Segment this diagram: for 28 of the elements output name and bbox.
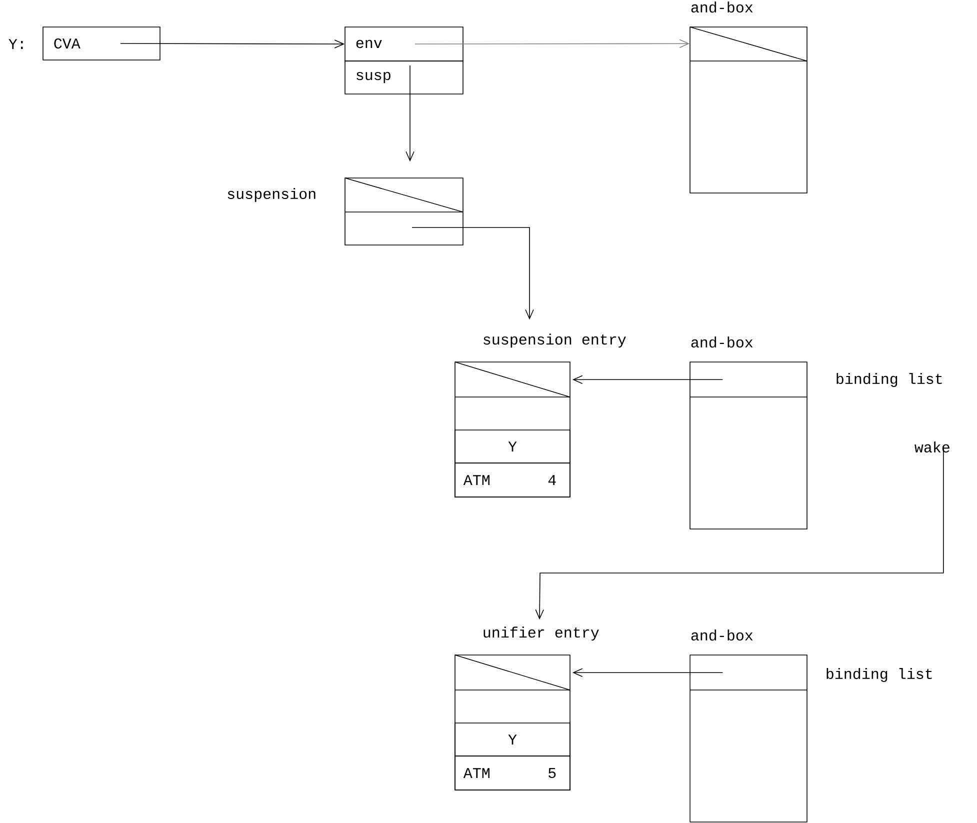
record-cell: Y [454,722,570,756]
record-cell: susp [344,60,464,94]
arrow [535,446,944,620]
arrow [120,40,345,48]
side-label: binding list [836,373,942,387]
record-cell: env [344,26,464,62]
arrow [572,375,723,384]
record-cell: Y [454,430,570,464]
node-label: suspension entry [484,334,626,348]
side-label: binding list [826,668,932,682]
record-box: and-box [690,2,808,194]
record-box: and-box [690,336,808,530]
side-label: Y: [8,39,23,49]
record-cell: ATM 5 [454,756,570,790]
arrow [414,39,690,48]
arrow [412,227,534,320]
node-label: and-box [691,630,753,641]
record-cell: ATM 4 [454,462,570,498]
record-box: suspension [228,178,464,246]
arrow [572,668,723,677]
arrow [406,65,414,162]
node-label: unifier entry [484,626,599,641]
text-label: wake [914,442,950,452]
node-label: suspension [228,188,316,202]
node-label: and-box [691,336,753,348]
node-label: and-box [691,2,753,13]
record-cell: CVA [42,26,160,60]
record-box: and-box [690,630,808,822]
